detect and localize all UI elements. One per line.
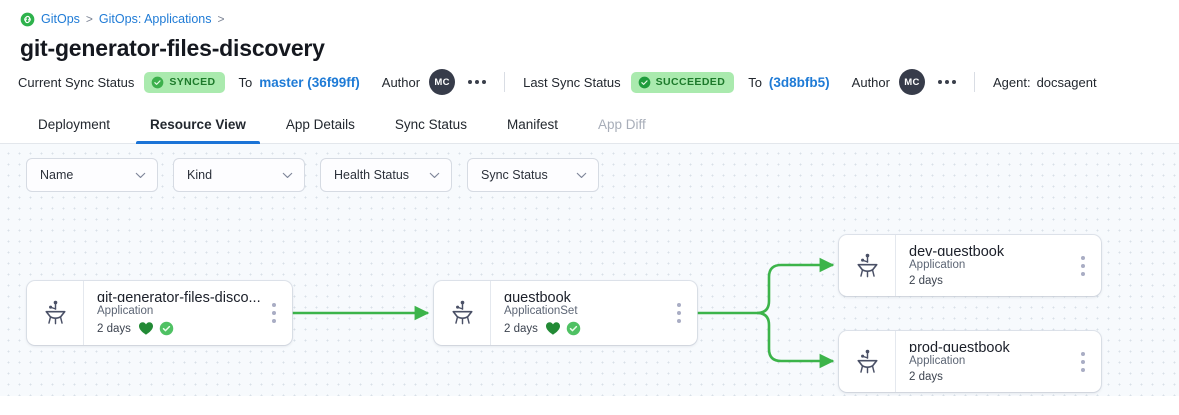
graph-node-kebab-menu[interactable] <box>1075 255 1101 276</box>
argo-application-icon <box>27 300 83 326</box>
graph-node-age: 2 days <box>909 275 943 287</box>
chevron-down-icon <box>282 172 293 179</box>
resource-graph-canvas[interactable]: Name Kind Health Status Sync Status <box>0 144 1179 396</box>
tab-manifest[interactable]: Manifest <box>506 117 558 132</box>
chevron-down-icon <box>429 172 440 179</box>
breadcrumb-item-applications[interactable]: GitOps: Applications <box>98 12 212 26</box>
last-more-horizontal-icon[interactable] <box>937 80 956 84</box>
graph-node-meta: 2 days <box>909 275 1075 287</box>
last-sync-status-badge: SUCCEEDED <box>630 71 735 93</box>
current-revision-link[interactable]: master (36f99ff) <box>259 74 360 90</box>
filter-sync-status-label: Sync Status <box>481 168 548 182</box>
current-sync-status-label: Current Sync Status <box>18 74 135 90</box>
current-more-horizontal-icon[interactable] <box>468 80 487 84</box>
breadcrumb: GitOps > GitOps: Applications > <box>0 0 1179 28</box>
filter-kind-label: Kind <box>187 168 213 182</box>
graph-node-body: git-generator-files-disco... Application… <box>83 281 266 345</box>
breadcrumb-item-gitops[interactable]: GitOps <box>41 12 80 26</box>
graph-node-badges <box>138 321 174 336</box>
last-to-label: To <box>748 74 762 90</box>
current-to-label: To <box>238 74 253 90</box>
filter-name-label: Name <box>40 168 74 182</box>
argo-application-icon <box>434 300 490 326</box>
graph-node-body: dev-guestbook Application 2 days <box>895 235 1075 296</box>
graph-node-meta: 2 days <box>97 321 266 336</box>
graph-node-guestbook[interactable]: guestbook ApplicationSet 2 days <box>434 281 697 345</box>
filter-sync-status[interactable]: Sync Status <box>467 158 599 192</box>
graph-node-age: 2 days <box>504 322 538 335</box>
graph-node-title: prod-guestbook <box>909 340 1010 352</box>
tab-app-diff: App Diff <box>597 117 646 132</box>
heart-icon <box>138 321 154 336</box>
filter-health-status-label: Health Status <box>334 168 410 182</box>
edge-appset-to-prod <box>756 311 835 369</box>
argo-application-icon <box>839 349 895 375</box>
current-author-label: Author <box>381 74 421 90</box>
breadcrumb-separator: > <box>85 12 93 26</box>
last-sync-status-badge-text: SUCCEEDED <box>655 76 726 88</box>
graph-node-kind: Application <box>97 305 154 317</box>
graph-node-git-generator-files-discovery[interactable]: git-generator-files-disco... Application… <box>27 281 292 345</box>
agent-label: Agent: <box>992 74 1031 90</box>
graph-node-meta: 2 days <box>909 371 1075 383</box>
graph-node-dev-guestbook[interactable]: dev-guestbook Application 2 days <box>839 235 1101 296</box>
graph-node-prod-guestbook[interactable]: prod-guestbook Application 2 days <box>839 331 1101 392</box>
current-sync-status-badge: SYNCED <box>144 71 225 93</box>
tab-app-details[interactable]: App Details <box>285 117 355 132</box>
graph-node-kind: Application <box>909 259 966 271</box>
graph-node-kebab-menu[interactable] <box>1075 351 1101 372</box>
filter-name[interactable]: Name <box>26 158 158 192</box>
breadcrumb-separator: > <box>217 12 225 26</box>
graph-node-meta: 2 days <box>504 321 671 336</box>
divider <box>973 72 975 92</box>
graph-node-title: guestbook <box>504 290 571 302</box>
filter-health-status[interactable]: Health Status <box>320 158 452 192</box>
graph-node-kind: ApplicationSet <box>504 305 578 317</box>
tab-deployment[interactable]: Deployment <box>38 117 111 132</box>
last-author-avatar[interactable]: MC <box>898 69 925 95</box>
tab-resource-view[interactable]: Resource View <box>130 117 266 144</box>
graph-node-kebab-menu[interactable] <box>671 303 697 323</box>
chevron-down-icon <box>135 172 146 179</box>
chevron-down-icon <box>576 172 587 179</box>
graph-node-body: guestbook ApplicationSet 2 days <box>490 281 671 345</box>
current-author-avatar[interactable]: MC <box>429 69 456 95</box>
status-bar: Current Sync Status SYNCED To master (36… <box>0 62 1179 102</box>
agent-value: docsagent <box>1036 74 1097 90</box>
graph-node-age: 2 days <box>909 371 943 383</box>
check-circle-icon <box>638 76 651 89</box>
graph-node-age: 2 days <box>97 322 131 335</box>
gitops-link-icon <box>20 12 35 27</box>
last-sync-status-label: Last Sync Status <box>523 74 621 90</box>
graph-node-body: prod-guestbook Application 2 days <box>895 331 1075 392</box>
graph-node-title: git-generator-files-disco... <box>97 290 261 302</box>
graph-node-title: dev-guestbook <box>909 244 1005 256</box>
check-circle-icon <box>159 321 174 336</box>
tab-bar: Deployment Resource View App Details Syn… <box>0 102 1179 144</box>
argo-application-icon <box>839 253 895 279</box>
tab-sync-status[interactable]: Sync Status <box>394 117 467 132</box>
filter-bar: Name Kind Health Status Sync Status <box>26 158 599 192</box>
divider <box>504 72 506 92</box>
graph-node-kind: Application <box>909 355 966 367</box>
edge-appset-to-dev <box>756 257 835 315</box>
check-circle-icon <box>151 76 164 89</box>
last-revision-link[interactable]: (3d8bfb5) <box>768 74 830 90</box>
graph-node-badges <box>545 321 581 336</box>
check-circle-icon <box>566 321 581 336</box>
last-author-label: Author <box>851 74 890 90</box>
heart-icon <box>545 321 561 336</box>
graph-node-kebab-menu[interactable] <box>266 303 292 323</box>
filter-kind[interactable]: Kind <box>173 158 305 192</box>
page-title: git-generator-files-discovery <box>20 35 325 61</box>
current-sync-status-badge-text: SYNCED <box>169 76 216 88</box>
